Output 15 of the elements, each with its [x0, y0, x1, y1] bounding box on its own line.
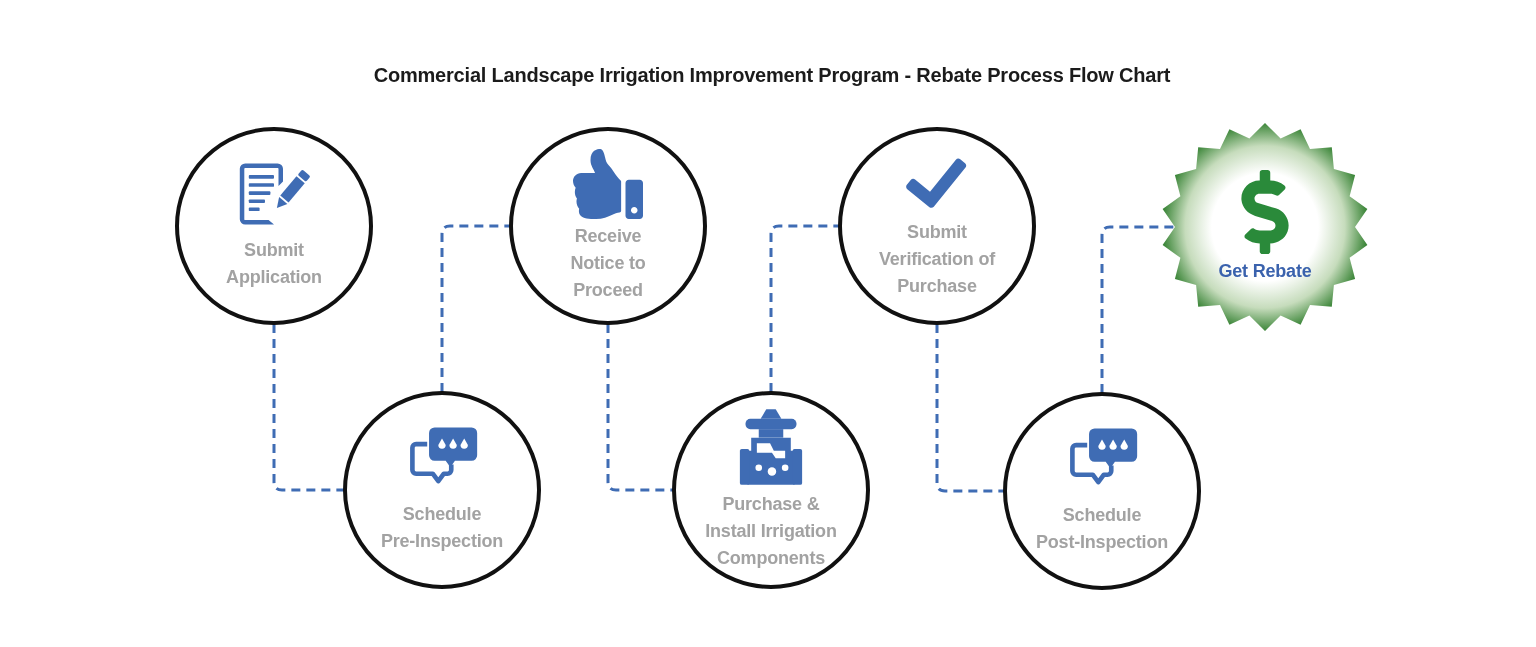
step-label: Submit Application [225, 239, 323, 289]
dashed-connector [935, 324, 1004, 493]
dashed-connector [769, 224, 839, 392]
step-label: Submit Verification of Purchase [877, 220, 997, 298]
dashed-connector [440, 224, 510, 392]
step-label: Schedule Post-Inspection [1035, 504, 1169, 554]
step-label: Purchase & Install Irrigation Components [704, 492, 838, 570]
chart-title: Commercial Landscape Irrigation Improvement Program - Rebate Process Flow Chart [373, 63, 1171, 87]
step-label: Get Rebate [1218, 259, 1312, 283]
step-label: Receive Notice to Proceed [569, 224, 647, 302]
step-label: Schedule Pre-Inspection [379, 503, 505, 553]
dashed-connector [272, 324, 344, 492]
starburst-badge [1161, 123, 1369, 331]
dashed-connector [1100, 225, 1174, 393]
dashed-connector [606, 324, 673, 492]
